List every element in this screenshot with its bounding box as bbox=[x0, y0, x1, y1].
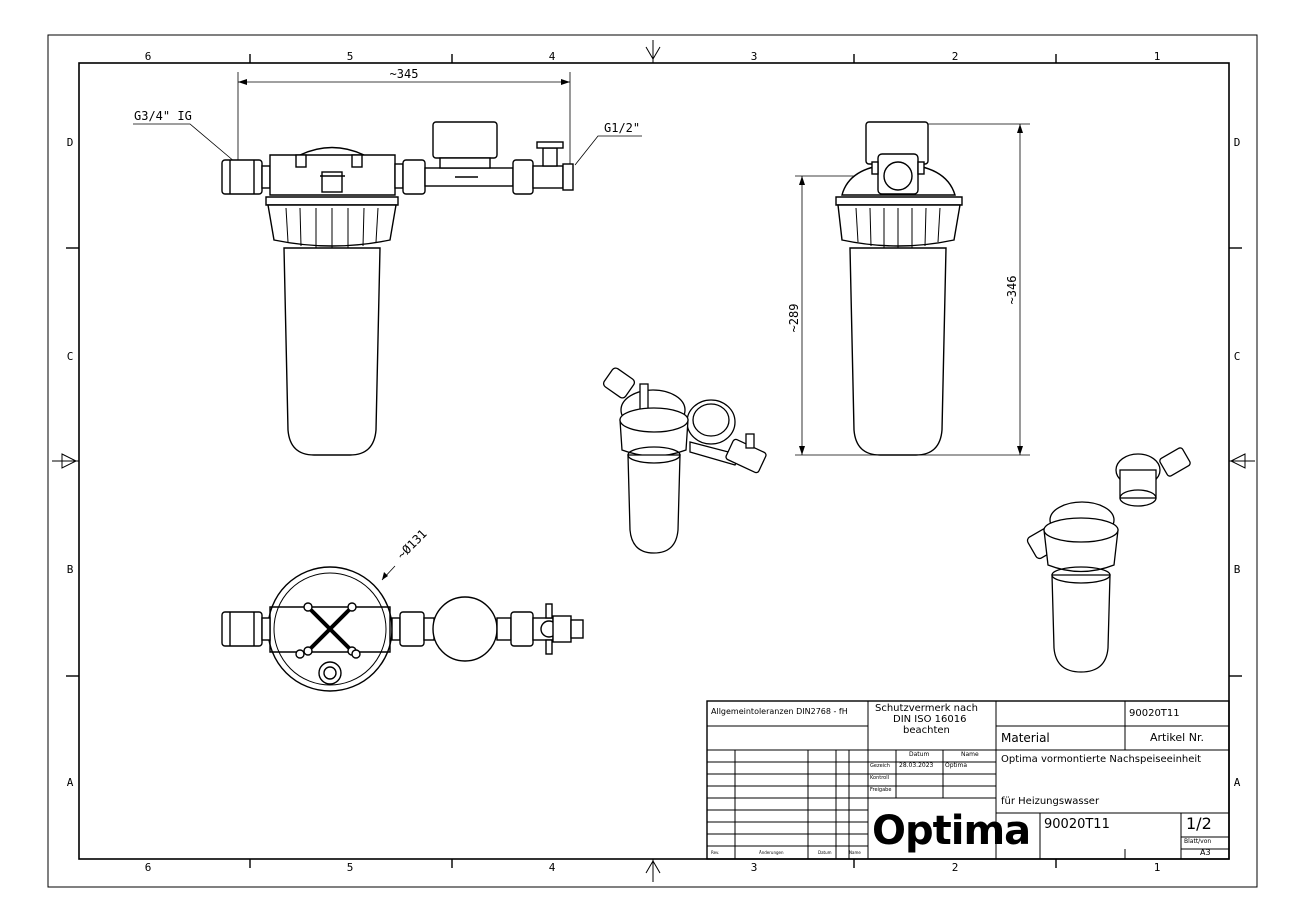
zone-label-bottom: 6 bbox=[145, 861, 152, 874]
zone-label-bottom: 3 bbox=[751, 861, 758, 874]
drawing-number: 90020T11 bbox=[1044, 817, 1110, 832]
row-gezeich: Gezeich bbox=[870, 763, 890, 769]
zone-label-bottom: 4 bbox=[549, 861, 556, 874]
title-block-grid bbox=[706, 700, 1230, 860]
dim-side-height-body: ~289 bbox=[787, 304, 801, 333]
zone-label-left: D bbox=[67, 136, 74, 149]
outer-border bbox=[47, 34, 1258, 888]
sheet-label: Blatt/von bbox=[1184, 838, 1212, 845]
date-label: Datum bbox=[818, 850, 832, 855]
material-label: Material bbox=[1001, 731, 1050, 745]
zone-label-left: C bbox=[67, 350, 74, 363]
front-view bbox=[133, 72, 642, 456]
zone-label-bottom: 5 bbox=[347, 861, 354, 874]
side-view bbox=[795, 121, 1030, 456]
dim-inlet-thread: G3/4" IG bbox=[134, 109, 192, 123]
changes-label: Änderungen bbox=[759, 850, 784, 855]
row-freigabe: Freigabe bbox=[870, 787, 892, 793]
zone-label-top: 5 bbox=[347, 50, 354, 63]
zone-label-top: 1 bbox=[1154, 50, 1161, 63]
col-datum: Datum bbox=[909, 751, 930, 758]
zone-label-right: C bbox=[1234, 350, 1241, 363]
dim-side-height-total: ~346 bbox=[1005, 276, 1019, 305]
rev-label: Rev. bbox=[711, 850, 720, 855]
dim-front-width: ~345 bbox=[390, 67, 419, 81]
zone-label-left: B bbox=[67, 563, 74, 576]
dim-top-diameter: ~Ø131 bbox=[394, 527, 429, 562]
zone-label-right: B bbox=[1234, 563, 1241, 576]
zone-label-top: 2 bbox=[952, 50, 959, 63]
zone-label-left: A bbox=[67, 776, 74, 789]
format-label: A3 bbox=[1200, 848, 1211, 857]
dim-outlet-thread: G1/2" bbox=[604, 121, 640, 135]
protection-line1: Schutzvermerk nach bbox=[875, 703, 978, 714]
title-block: Allgemeintoleranzen DIN2768 - fH Schutzv… bbox=[707, 701, 1229, 859]
article-no-value: 90020T11 bbox=[1129, 708, 1180, 719]
drawn-date: 28.03.2023 bbox=[899, 762, 934, 769]
zone-label-bottom: 2 bbox=[952, 861, 959, 874]
drawn-name: Optima bbox=[945, 762, 968, 769]
sheet-number: 1/2 bbox=[1186, 814, 1212, 833]
isometric-view-2 bbox=[1026, 447, 1191, 673]
zone-label-top: 4 bbox=[549, 50, 556, 63]
zone-label-top: 6 bbox=[145, 50, 152, 63]
zone-label-bottom: 1 bbox=[1154, 861, 1161, 874]
row-kontroll: Kontroll bbox=[870, 775, 890, 781]
zone-label-right: A bbox=[1234, 776, 1241, 789]
description-line2: für Heizungswasser bbox=[1001, 796, 1100, 807]
article-no-label: Artikel Nr. bbox=[1150, 731, 1204, 744]
zone-label-right: D bbox=[1234, 136, 1241, 149]
col-name: Name bbox=[961, 751, 979, 758]
zone-ticks bbox=[66, 54, 1242, 868]
zone-label-top: 3 bbox=[751, 50, 758, 63]
tolerances-text: Allgemeintoleranzen DIN2768 - fH bbox=[711, 707, 848, 716]
top-view bbox=[221, 565, 584, 692]
name-label: Name bbox=[849, 850, 861, 855]
protection-line3: beachten bbox=[903, 725, 950, 736]
isometric-view-1 bbox=[602, 367, 767, 554]
centering-marks bbox=[52, 40, 1255, 882]
optima-logo: Optima bbox=[872, 808, 1031, 854]
protection-line2: DIN ISO 16016 bbox=[893, 714, 967, 725]
description-line1: Optima vormontierte Nachspeiseeinheit bbox=[1001, 754, 1202, 765]
